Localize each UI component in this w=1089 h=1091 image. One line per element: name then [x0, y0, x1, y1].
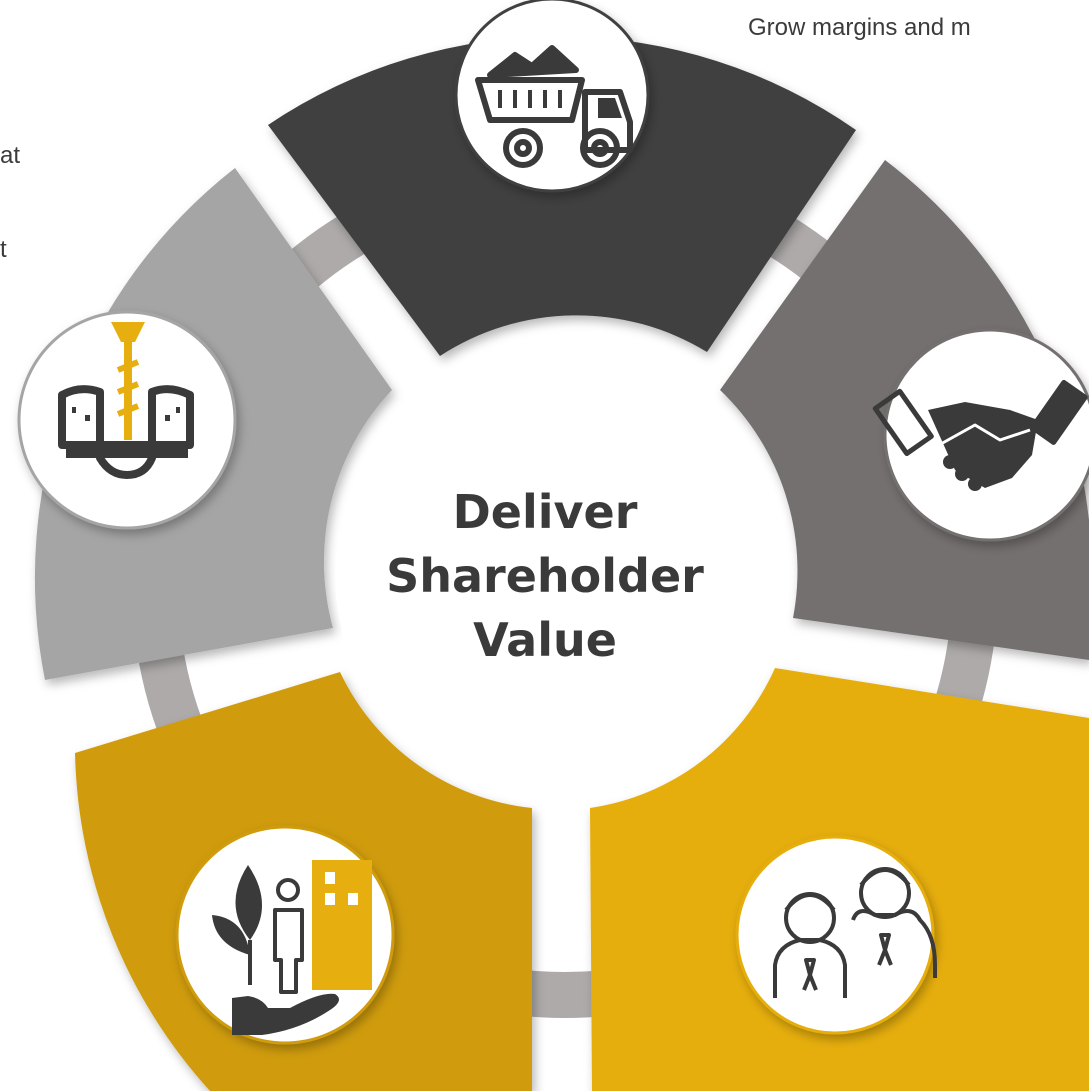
top-right-note: Grow margins and m [748, 14, 971, 41]
drilling-icon [58, 322, 194, 479]
center-disc [335, 355, 775, 795]
center-title-line: Shareholder [386, 549, 704, 603]
mining-truck-icon [475, 45, 633, 168]
segment-top [268, 36, 856, 356]
left-note-1: at [0, 142, 21, 169]
people-icon [773, 867, 937, 998]
center-title-line: Value [473, 613, 617, 667]
left-note-2: t [0, 236, 7, 263]
center-title: Deliver Shareholder Value [345, 480, 745, 672]
center-title-line: Deliver [452, 485, 638, 539]
environment-community-icon [212, 860, 372, 1035]
icon-disc-bottom-right [735, 835, 935, 1035]
handshake-icon [872, 379, 1088, 491]
